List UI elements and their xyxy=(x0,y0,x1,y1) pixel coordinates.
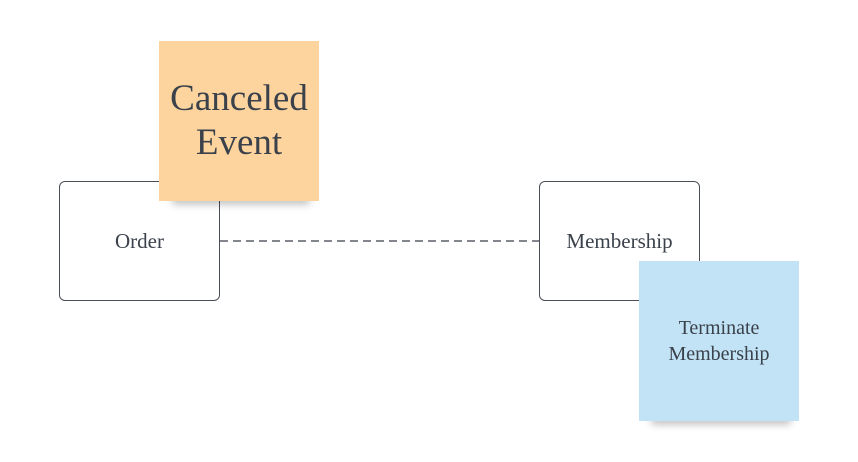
sticky-note-text: Canceled Event xyxy=(170,78,308,163)
sticky-note-canceled-event[interactable]: Canceled Event xyxy=(159,41,319,201)
entity-order-label: Order xyxy=(115,228,164,253)
sticky-note-text: Terminate Membership xyxy=(668,317,770,365)
entity-order[interactable]: Order xyxy=(59,181,220,301)
entity-membership-label: Membership xyxy=(566,228,673,253)
sticky-note-terminate-membership[interactable]: Terminate Membership xyxy=(639,261,799,421)
